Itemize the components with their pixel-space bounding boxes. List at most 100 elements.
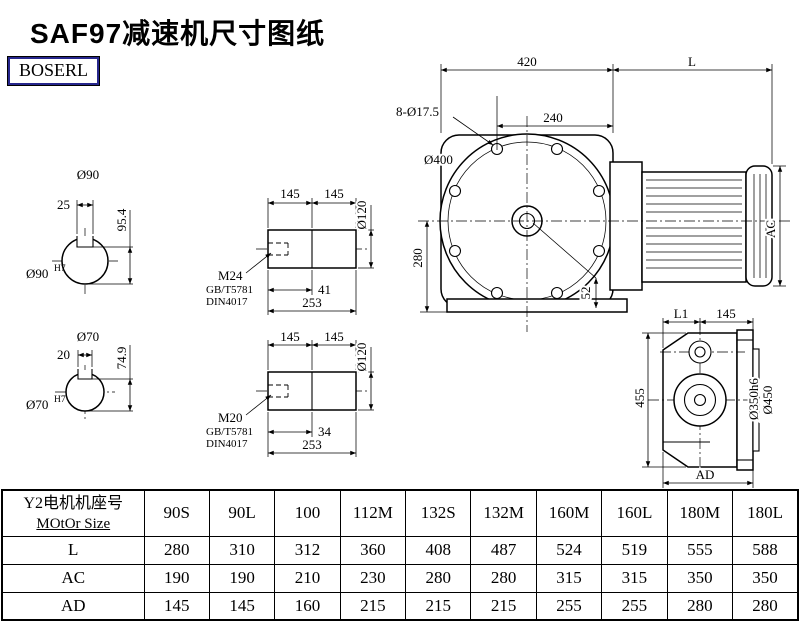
motor-fins	[646, 179, 742, 269]
keyway-70	[77, 369, 93, 380]
dim-height-90: 95.4	[114, 208, 129, 231]
cell-l-4: 408	[405, 535, 472, 565]
cell-l-3: 360	[339, 535, 407, 565]
dim-l1: L1	[674, 306, 688, 321]
dim-side-flange-dia: Ø450	[760, 386, 775, 415]
table-row-ac: AC 190 190 210 230 280 280 315 315 350 3…	[1, 563, 799, 593]
cell-ad-6: 255	[535, 591, 603, 621]
cell-ac-0: 190	[143, 563, 210, 593]
cell-ac-1: 190	[208, 563, 276, 593]
cell-ac-2: 210	[274, 563, 341, 593]
motor-body	[641, 171, 747, 283]
std2-m24: DIN4017	[206, 296, 248, 308]
cell-l-9: 588	[732, 535, 799, 565]
cell-ad-2: 160	[274, 591, 341, 621]
shaft-side-view-m24: 145 145 Ø120 M24 GB/T5781 DIN4017 41 253	[206, 186, 374, 315]
column-header-160l: 160L	[601, 489, 668, 537]
motor-size-header: Y2电机机座号 MOtOr Size	[1, 489, 145, 537]
column-header-180l: 180L	[732, 489, 799, 537]
std1-m24: GB/T5781	[206, 284, 253, 296]
cell-ad-0: 145	[143, 591, 210, 621]
shaft-section-70: 20 Ø70 74.9 Ø70 H7	[26, 329, 133, 419]
cell-ad-4: 215	[405, 591, 472, 621]
cell-ac-5: 280	[470, 563, 537, 593]
cell-ac-6: 315	[535, 563, 603, 593]
page-title: SAF97减速机尺寸图纸	[30, 18, 326, 49]
shaft-side-view-m20: 145 145 Ø120 M20 GB/T5781 DIN4017 34 253	[206, 329, 374, 457]
column-header-160m: 160M	[535, 489, 603, 537]
dim-bolt-holes: 8-Ø17.5	[396, 104, 439, 119]
column-header-90s: 90S	[143, 489, 210, 537]
dim-145: 145	[716, 306, 736, 321]
cell-l-6: 524	[535, 535, 603, 565]
column-header-180m: 180M	[666, 489, 734, 537]
thread-label-m24: M24	[218, 268, 243, 283]
fan-cowl-slots	[753, 174, 767, 278]
dim-key-width-90: 25	[57, 197, 70, 212]
column-header-112m: 112M	[339, 489, 407, 537]
cell-ad-5: 215	[470, 591, 537, 621]
cell-l-8: 555	[666, 535, 734, 565]
dim-240: 240	[543, 110, 563, 125]
shaft-section-90: 25 Ø90 95.4 Ø90 H7	[26, 167, 133, 294]
row-label-ad: AD	[1, 591, 145, 621]
dim-len2-m24: 145	[324, 186, 344, 201]
dim-dia-m20: Ø120	[354, 343, 369, 372]
dim-len2-m20: 145	[324, 329, 344, 344]
bore-tol-90: H7	[54, 264, 66, 274]
bore-tol-70: H7	[54, 395, 66, 405]
header-en: MOtOr Size	[36, 515, 111, 532]
dim-dia-m24: Ø120	[354, 201, 369, 230]
std2-m20: DIN4017	[206, 438, 248, 450]
cell-l-0: 280	[143, 535, 210, 565]
thread-label-m20: M20	[218, 410, 243, 425]
cell-ad-3: 215	[339, 591, 407, 621]
motor-adapter	[609, 161, 643, 291]
cell-ac-9: 350	[732, 563, 799, 593]
cell-l-1: 310	[208, 535, 276, 565]
dim-thread-depth-m24: 41	[318, 282, 331, 297]
fan-cowl	[745, 165, 773, 287]
cell-l-5: 487	[470, 535, 537, 565]
dim-flange-dia: Ø400	[424, 152, 453, 167]
dim-ad: AD	[696, 467, 715, 482]
column-header-132m: 132M	[470, 489, 537, 537]
dim-thread-depth-m20: 34	[318, 424, 332, 439]
cell-ad-1: 145	[208, 591, 276, 621]
cell-ad-8: 280	[666, 591, 734, 621]
cell-ac-4: 280	[405, 563, 472, 593]
dim-spigot-dia: Ø350h6	[746, 378, 761, 420]
dim-420: 420	[517, 54, 537, 69]
std1-m20: GB/T5781	[206, 426, 253, 438]
header-cn: Y2电机机座号	[23, 494, 124, 512]
row-label-l: L	[1, 535, 145, 565]
cell-ac-7: 315	[601, 563, 668, 593]
cell-ad-9: 280	[732, 591, 799, 621]
dim-len1-m24: 145	[280, 186, 300, 201]
gearbox-front-view: 420 L 8-Ø17.5 240 Ø400 280 52 AC	[394, 54, 790, 332]
dim-total-len-m24: 253	[302, 295, 322, 310]
table-header-row: Y2电机机座号 MOtOr Size 90S 90L 100 112M 132S…	[1, 489, 799, 537]
bore-label-70: Ø70	[26, 397, 48, 412]
dim-280: 280	[410, 248, 425, 268]
cell-l-2: 312	[274, 535, 341, 565]
bolt-holes	[448, 142, 606, 300]
dim-52: 52	[578, 287, 593, 300]
keyway-90	[76, 236, 94, 248]
dim-ac: AC	[763, 220, 778, 238]
column-header-132s: 132S	[405, 489, 472, 537]
dim-len1-m20: 145	[280, 329, 300, 344]
dim-l: L	[688, 54, 696, 69]
cell-ad-7: 255	[601, 591, 668, 621]
dim-dia-90: Ø90	[77, 167, 99, 182]
dim-total-len-m20: 253	[302, 437, 322, 452]
table-row-l: L 280 310 312 360 408 487 524 519 555 58…	[1, 535, 799, 565]
motor-size-table: Y2电机机座号 MOtOr Size 90S 90L 100 112M 132S…	[1, 489, 799, 621]
housing-base	[446, 298, 628, 313]
dim-height-70: 74.9	[114, 347, 129, 370]
dim-455: 455	[632, 388, 647, 408]
cell-l-7: 519	[601, 535, 668, 565]
column-header-100: 100	[274, 489, 341, 537]
dim-key-width-70: 20	[57, 347, 70, 362]
